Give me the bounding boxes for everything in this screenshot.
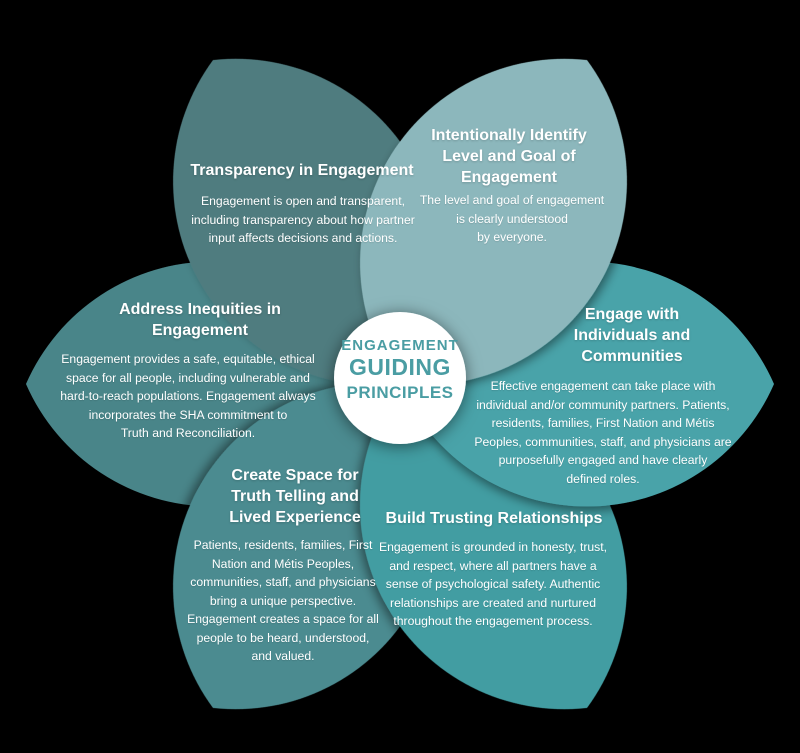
center-circle bbox=[334, 312, 466, 444]
petal-title-create-space: Create Space for Truth Telling and Lived… bbox=[229, 467, 361, 526]
center-label-line2: GUIDING bbox=[349, 354, 451, 380]
petal-body-identify-level-goal: The level and goal of engagement is clea… bbox=[419, 193, 605, 244]
petal-title-identify-level-goal: Intentionally Identify Level and Goal of… bbox=[431, 127, 587, 186]
petal-body-build-trusting: Engagement is grounded in honesty, trust… bbox=[378, 540, 608, 628]
petal-identify-level-goal-shape bbox=[360, 58, 627, 386]
petal-body-create-space: Patients, residents, families, First Nat… bbox=[187, 538, 379, 663]
petal-title-engage-communities: Engage with Individuals and Communities bbox=[573, 306, 691, 365]
center-label-line1: ENGAGEMENT bbox=[341, 337, 459, 354]
petal-body-engage-communities: Effective engagement can take place with… bbox=[474, 379, 732, 486]
petal-title-build-trusting: Build Trusting Relationships bbox=[385, 510, 603, 527]
petal-body-address-inequities: Engagement provides a safe, equitable, e… bbox=[60, 352, 316, 440]
petal-title-transparency: Transparency in Engagement bbox=[190, 162, 414, 179]
petal-title-address-inequities: Address Inequities in Engagement bbox=[119, 301, 281, 339]
center-label: ENGAGEMENT GUIDING PRINCIPLES bbox=[290, 337, 510, 403]
center-label-line3: PRINCIPLES bbox=[346, 383, 454, 402]
petal-body-transparency: Engagement is open and transparent, incl… bbox=[191, 194, 415, 245]
